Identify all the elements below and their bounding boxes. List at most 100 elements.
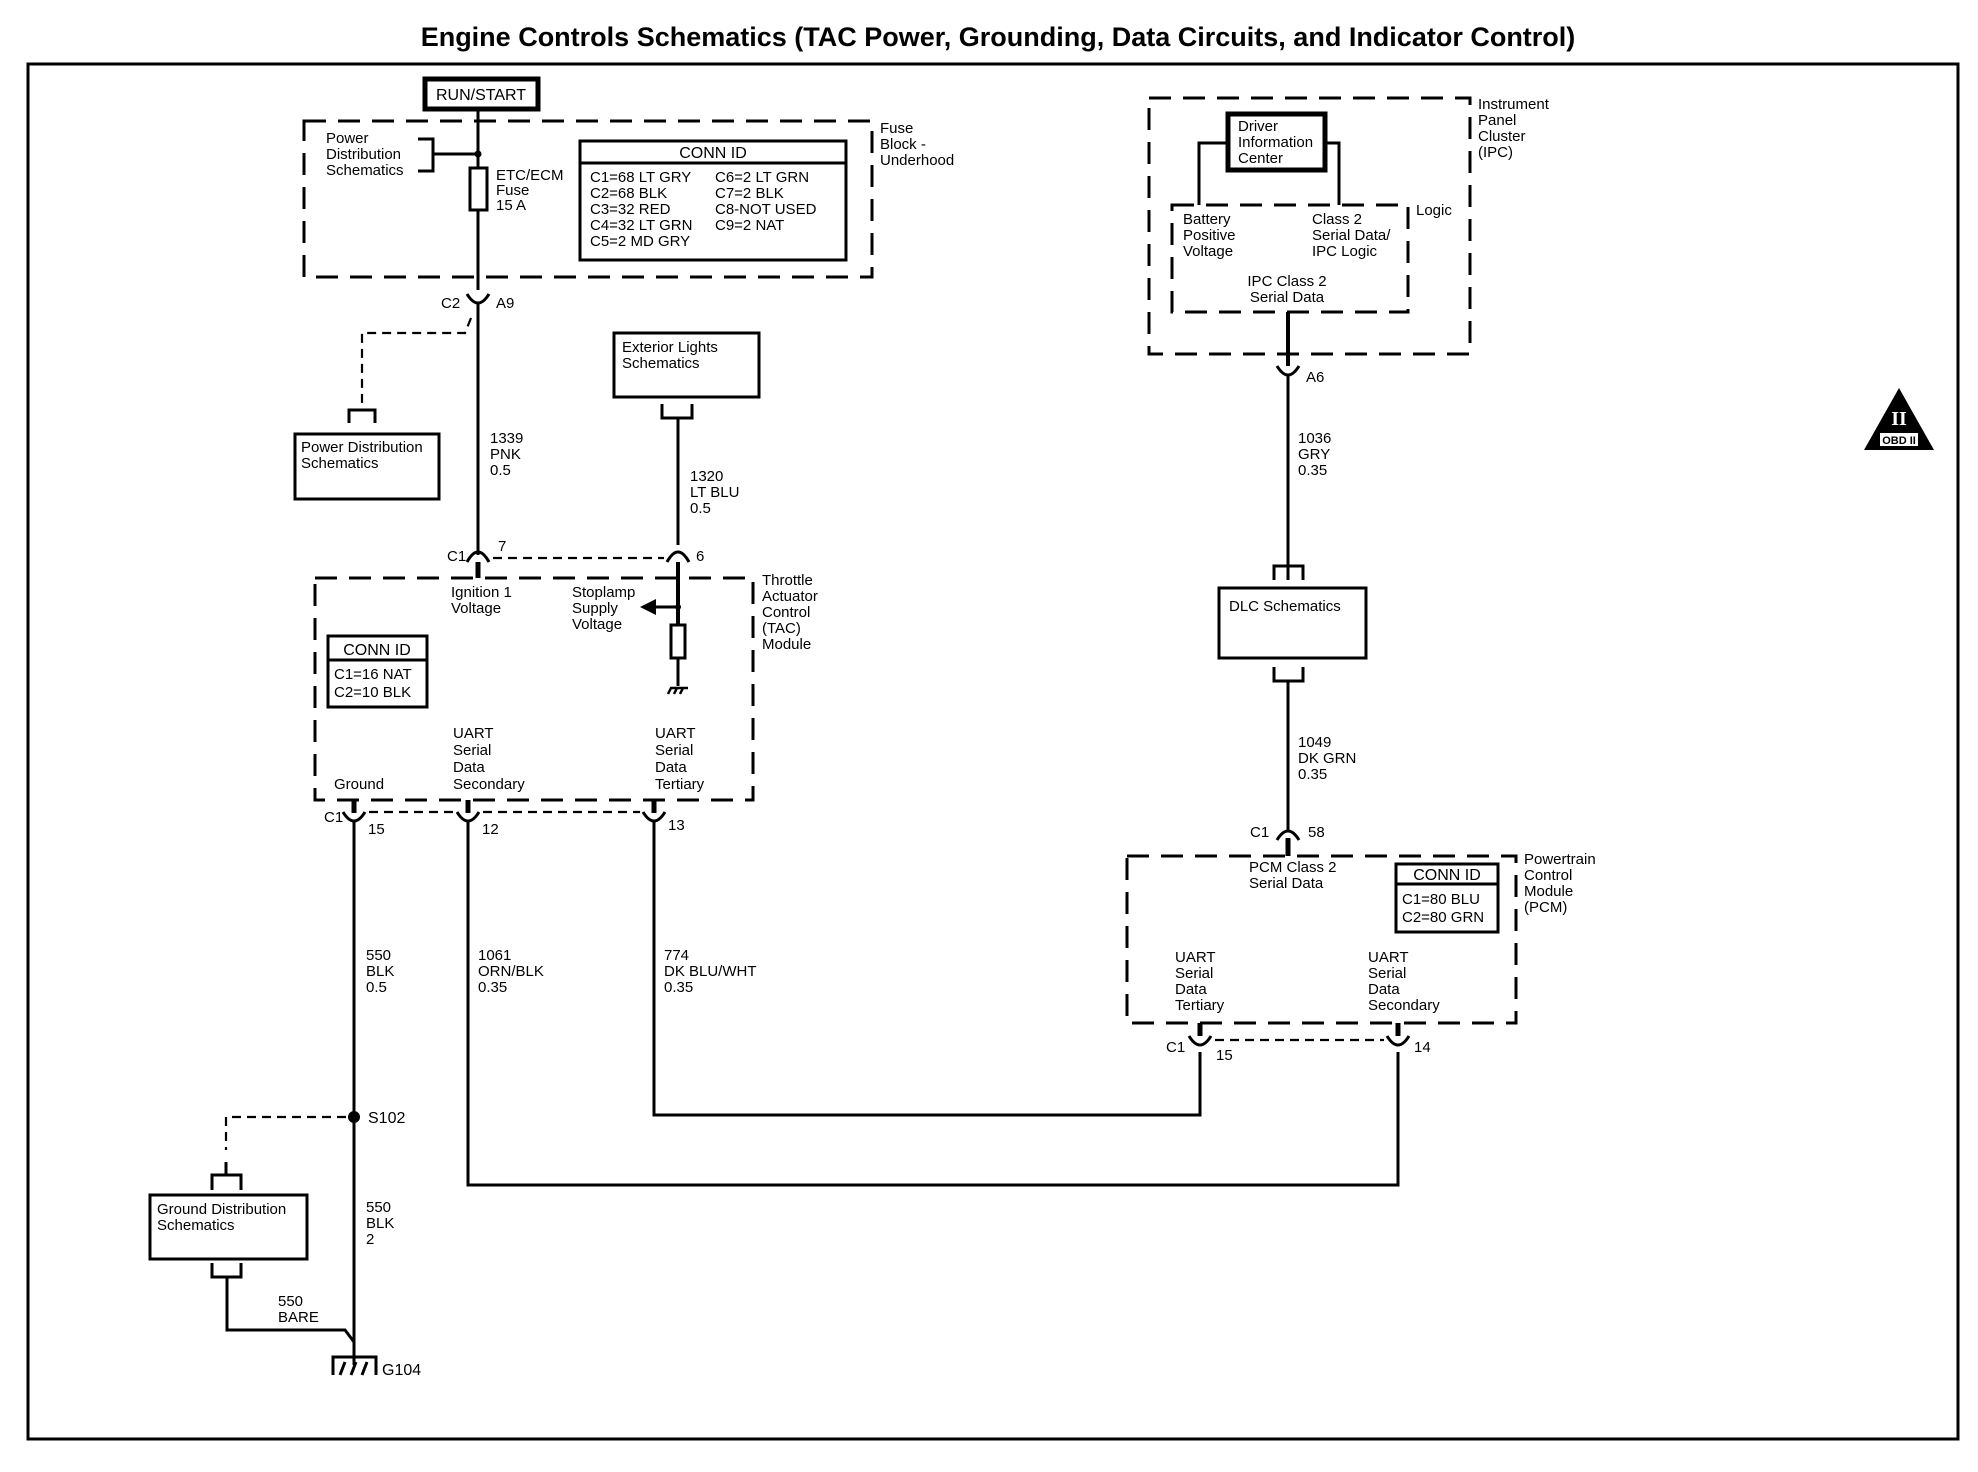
- pcm-class2-label: PCM Class 2 Serial Data: [1249, 859, 1337, 892]
- label-line: Module: [762, 636, 811, 653]
- label-line: 550: [366, 1199, 391, 1216]
- label-line: 1339: [490, 430, 523, 447]
- pcm-uart-tertiary-label: UART Serial Data Tertiary: [1175, 949, 1225, 1014]
- label-line: Battery: [1183, 211, 1231, 228]
- wire-1320-label: 1320 LT BLU 0.5: [690, 468, 739, 517]
- label-line: UART: [655, 725, 696, 742]
- label-line: Instrument: [1478, 96, 1550, 113]
- label-line: Schematics: [326, 162, 404, 179]
- label-line: UART: [453, 725, 494, 742]
- dashed-reference-line: [360, 317, 473, 408]
- label-line: Module: [1524, 883, 1573, 900]
- connector-name: C1: [447, 548, 466, 565]
- obd-label: OBD II: [1882, 435, 1916, 447]
- label-line: Schematics: [157, 1217, 235, 1234]
- label-line: Positive: [1183, 227, 1236, 244]
- label-line: Actuator: [762, 588, 818, 605]
- label-line: 1049: [1298, 734, 1331, 751]
- ipc-serial-data-label: IPC Class 2 Serial Data: [1247, 273, 1326, 306]
- label-line: IPC Class 2: [1247, 273, 1326, 290]
- label-line: Schematics: [301, 455, 379, 472]
- label-line: Stoplamp: [572, 584, 635, 601]
- connector-c2-a9: C2 A9: [441, 293, 514, 555]
- label-line: Serial Data: [1249, 875, 1324, 892]
- label-line: Voltage: [1183, 243, 1233, 260]
- connector-name: C1: [324, 809, 343, 826]
- fuse-block-outline: [302, 119, 874, 279]
- label-line: (PCM): [1524, 899, 1567, 916]
- connector-pin: 13: [668, 817, 685, 834]
- connector-name: C1: [1250, 824, 1269, 841]
- pcm-label: Powertrain Control Module (PCM): [1524, 851, 1596, 916]
- label-line: 15 A: [496, 197, 526, 214]
- label-line: DK BLU/WHT: [664, 963, 757, 980]
- ground-distribution-box[interactable]: Ground Distribution Schematics: [148, 1193, 309, 1261]
- label-line: Data: [1368, 981, 1400, 998]
- wire-1061-orn-blk: [466, 822, 1400, 1187]
- label-line: DLC Schematics: [1229, 598, 1341, 615]
- connector-pin-12: [455, 811, 481, 823]
- pcm-conn-id: CONN ID C1=80 BLU C2=80 GRN: [1394, 862, 1500, 934]
- page-title: Engine Controls Schematics (TAC Power, G…: [421, 22, 1576, 52]
- label-line: Control: [1524, 867, 1572, 884]
- ipc-label: Instrument Panel Cluster (IPC): [1478, 96, 1550, 161]
- connector-pin-14: [1385, 1035, 1411, 1047]
- connector-pin: 15: [368, 821, 385, 838]
- label-line: UART: [1368, 949, 1409, 966]
- label-line: 1036: [1298, 430, 1331, 447]
- connector-pin-58: [1275, 829, 1301, 841]
- powertrain-control-module: C1 58 Powertrain Control Module (PCM) PC…: [1125, 824, 1596, 1064]
- label-line: 550: [278, 1293, 303, 1310]
- splice-label: S102: [368, 1110, 405, 1127]
- label-line: Distribution: [326, 146, 401, 163]
- label-line: IPC Logic: [1312, 243, 1378, 260]
- diagram-frame: [26, 62, 1960, 1441]
- connector-pin-13: [641, 811, 667, 823]
- label-line: 0.5: [690, 500, 711, 517]
- ipc-outline: [1147, 96, 1472, 356]
- label-line: Underhood: [880, 152, 954, 169]
- wire-1339-label: 1339 PNK 0.5: [490, 430, 523, 479]
- label-line: BARE: [278, 1309, 319, 1326]
- connector-pin: 7: [498, 538, 506, 555]
- label-line: Information: [1238, 134, 1313, 151]
- tac-conn-id: CONN ID C1=16 NAT C2=10 BLK: [326, 634, 429, 709]
- fuse-block-label: Fuse Block - Underhood: [880, 120, 954, 169]
- label-line: Center: [1238, 150, 1283, 167]
- label-line: Powertrain: [1524, 851, 1596, 868]
- label-line: Data: [655, 759, 687, 776]
- conn-id-row: C6=2 LT GRN: [715, 169, 809, 186]
- ground-label: G104: [382, 1362, 421, 1379]
- uart-secondary-label: UART Serial Data Secondary: [453, 725, 525, 793]
- obd-numeral: II: [1891, 408, 1907, 430]
- dlc-schematics-box[interactable]: DLC Schematics: [1217, 586, 1368, 660]
- power-distribution-box[interactable]: Power Distribution Schematics: [293, 432, 441, 501]
- conn-id-row: C8-NOT USED: [715, 201, 817, 218]
- label-line: Data: [453, 759, 485, 776]
- label-line: Driver: [1238, 118, 1278, 135]
- label-line: Tertiary: [1175, 997, 1225, 1014]
- exterior-lights-box[interactable]: Exterior Lights Schematics: [612, 331, 761, 399]
- run-start-source: RUN/START: [422, 76, 541, 112]
- resistor-icon: [669, 623, 687, 660]
- chassis-ground-icon: [666, 686, 688, 695]
- conn-id-row: C4=32 LT GRN: [590, 217, 692, 234]
- wire-1061-label: 1061 ORN/BLK 0.35: [478, 947, 544, 996]
- instrument-panel-cluster: Instrument Panel Cluster (IPC) Driver In…: [1147, 96, 1550, 386]
- driver-information-center-box: Driver Information Center: [1225, 111, 1328, 173]
- conn-id-row: C1=80 BLU: [1402, 891, 1480, 908]
- label-line: Voltage: [572, 616, 622, 633]
- label-line: 0.5: [366, 979, 387, 996]
- label-line: ORN/BLK: [478, 963, 544, 980]
- connector-bracket: [347, 408, 377, 423]
- conn-id-header: CONN ID: [343, 642, 411, 659]
- conn-id-row: C2=10 BLK: [334, 684, 411, 701]
- label-line: PNK: [490, 446, 521, 463]
- label-line: Fuse: [496, 182, 529, 199]
- label-line: Schematics: [622, 355, 700, 372]
- connector-bracket: [210, 1162, 243, 1190]
- label-line: Control: [762, 604, 810, 621]
- label-line: Data: [1175, 981, 1207, 998]
- fuse-label: ETC/ECM Fuse 15 A: [496, 167, 564, 214]
- label-line: 1061: [478, 947, 511, 964]
